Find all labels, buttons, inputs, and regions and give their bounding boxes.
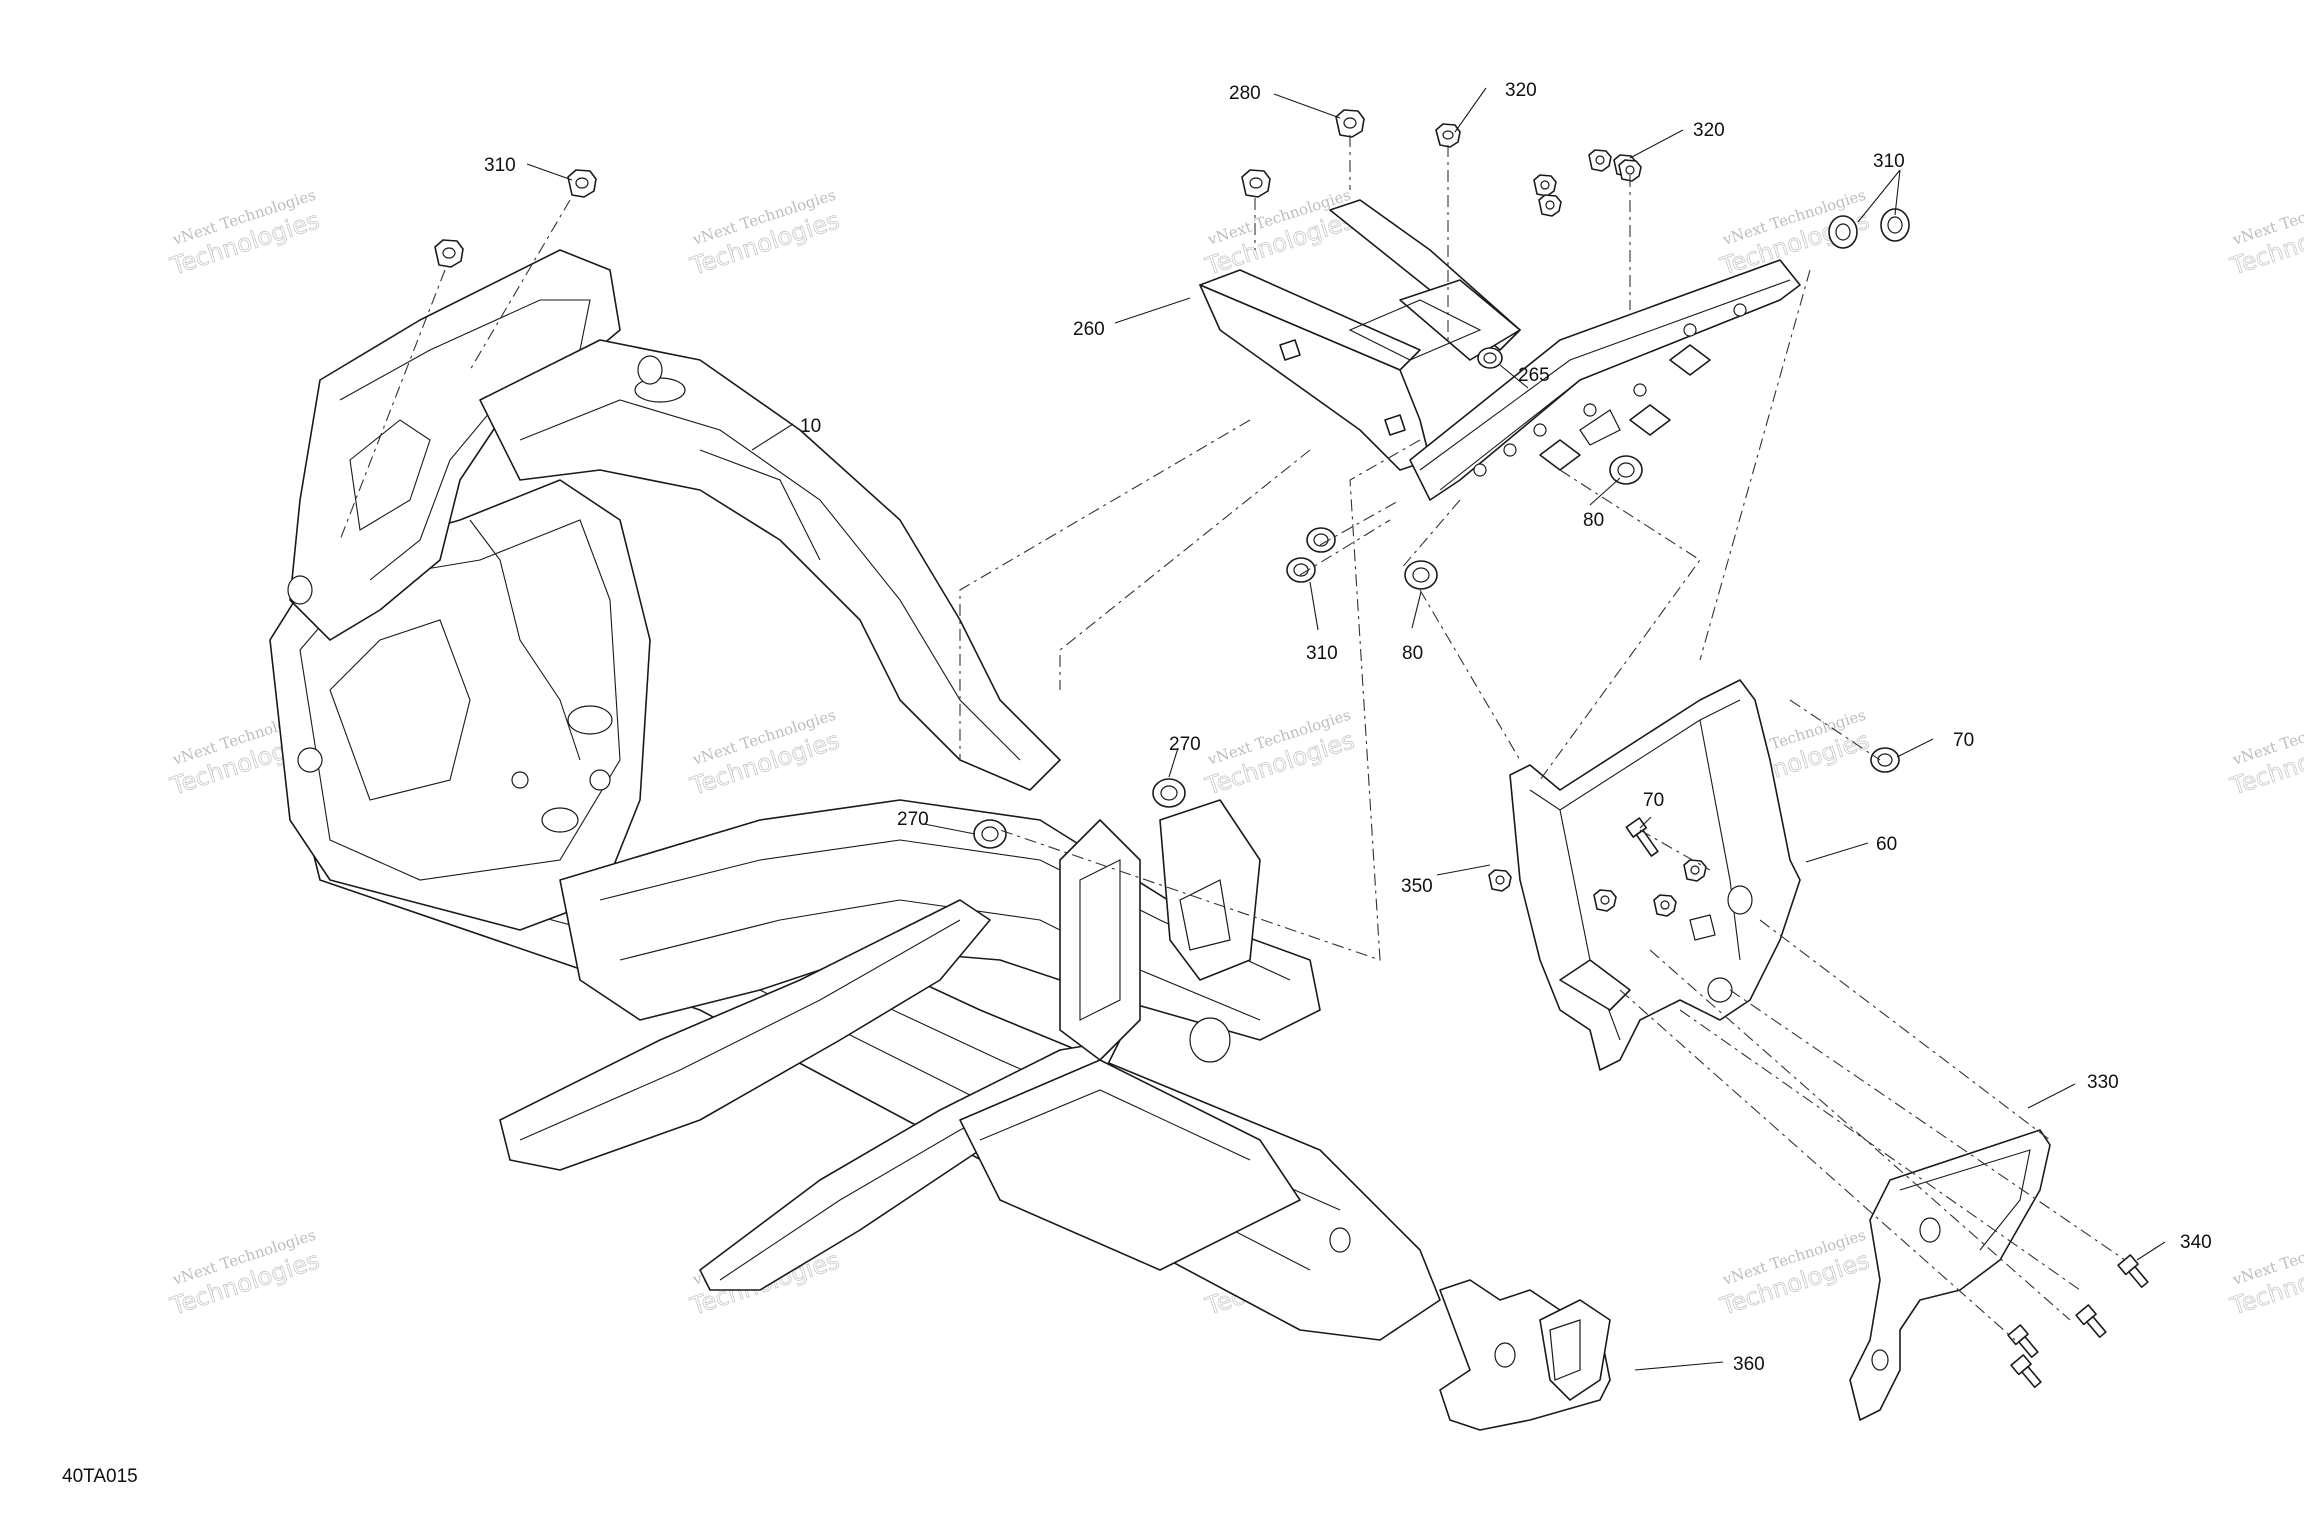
callout-280: 280 bbox=[1229, 83, 1261, 104]
main-frame-part-10 bbox=[269, 249, 1441, 1341]
callout-310: 310 bbox=[1306, 643, 1338, 664]
nut-icon bbox=[1241, 169, 1271, 198]
bolt-icon bbox=[2117, 1254, 2149, 1288]
nut-icon bbox=[1538, 194, 1562, 217]
callout-330: 330 bbox=[2087, 1072, 2119, 1093]
bolt-icon bbox=[2007, 1324, 2039, 1358]
bushing-icon bbox=[1286, 557, 1316, 583]
leader-lines bbox=[526, 87, 2166, 1371]
watermark: vNext Technologies Technologies bbox=[1201, 186, 1358, 281]
bolt-icon bbox=[2010, 1354, 2042, 1388]
callout-360: 360 bbox=[1733, 1354, 1765, 1375]
callout-270: 270 bbox=[897, 809, 929, 830]
nut-icon bbox=[434, 239, 464, 268]
bushing-icon bbox=[1404, 560, 1438, 590]
callout-270: 270 bbox=[1169, 734, 1201, 755]
assembly-lines bbox=[339, 135, 2126, 1341]
nut-icon bbox=[1653, 894, 1677, 917]
watermark: vNext Technologies Technologies bbox=[1716, 1226, 1873, 1321]
bracket-part-60 bbox=[1509, 679, 1801, 1071]
callout-10: 10 bbox=[800, 416, 821, 437]
nut-icon bbox=[1683, 859, 1707, 882]
callout-310: 310 bbox=[1873, 151, 1905, 172]
hitch-part-360 bbox=[1439, 1279, 1611, 1431]
nut-icon bbox=[1488, 869, 1512, 892]
nut-icon bbox=[567, 169, 597, 198]
callout-labels: 310 10 280 320 320 310 260 265 80 80 310… bbox=[484, 80, 2212, 1375]
plate-part-330 bbox=[1849, 1129, 2051, 1421]
callout-70: 70 bbox=[1953, 730, 1974, 751]
callout-70: 70 bbox=[1643, 790, 1664, 811]
bushing-icon bbox=[1880, 208, 1910, 242]
bushing-icon bbox=[1609, 455, 1643, 485]
callout-265: 265 bbox=[1518, 365, 1550, 386]
callout-340: 340 bbox=[2180, 1232, 2212, 1253]
bolt-icon bbox=[1625, 817, 1659, 857]
diagram-reference-id: 40TA015 bbox=[62, 1466, 138, 1487]
bushing-icon bbox=[1152, 778, 1186, 808]
watermark: vNext Technologies Technologies bbox=[2226, 186, 2304, 281]
watermark: vNext Technologies Technologies bbox=[166, 186, 323, 281]
callout-320: 320 bbox=[1505, 80, 1537, 101]
nut-icon bbox=[1593, 889, 1617, 912]
nut-icon bbox=[1533, 174, 1557, 197]
bushing-icon bbox=[973, 819, 1007, 849]
watermark: vNext Technologies Technologies bbox=[1201, 706, 1358, 801]
callout-60: 60 bbox=[1876, 834, 1897, 855]
watermark: vNext Technologies Technologies bbox=[2226, 706, 2304, 801]
bolt-icon bbox=[2075, 1304, 2107, 1338]
callout-350: 350 bbox=[1401, 876, 1433, 897]
nut-icon bbox=[1618, 159, 1642, 182]
bushing-icon bbox=[1828, 215, 1858, 249]
callout-80: 80 bbox=[1583, 510, 1604, 531]
nut-icon bbox=[1435, 123, 1461, 148]
fasteners bbox=[434, 109, 2149, 1388]
subframe-part-260 bbox=[1199, 199, 1801, 501]
watermark: vNext Technologies Technologies bbox=[2226, 1226, 2304, 1321]
callout-260: 260 bbox=[1073, 319, 1105, 340]
bushing-icon bbox=[1870, 747, 1900, 773]
callout-80: 80 bbox=[1402, 643, 1423, 664]
callout-310: 310 bbox=[484, 155, 516, 176]
nut-icon bbox=[1335, 109, 1365, 138]
bushing-icon bbox=[1477, 347, 1503, 369]
watermark: vNext Technologies Technologies bbox=[686, 706, 843, 801]
callout-320: 320 bbox=[1693, 120, 1725, 141]
watermark: vNext Technologies Technologies bbox=[686, 186, 843, 281]
bushing-icon bbox=[1306, 527, 1336, 553]
nut-icon bbox=[1588, 149, 1612, 172]
watermark: vNext Technologies Technologies bbox=[166, 1226, 323, 1321]
